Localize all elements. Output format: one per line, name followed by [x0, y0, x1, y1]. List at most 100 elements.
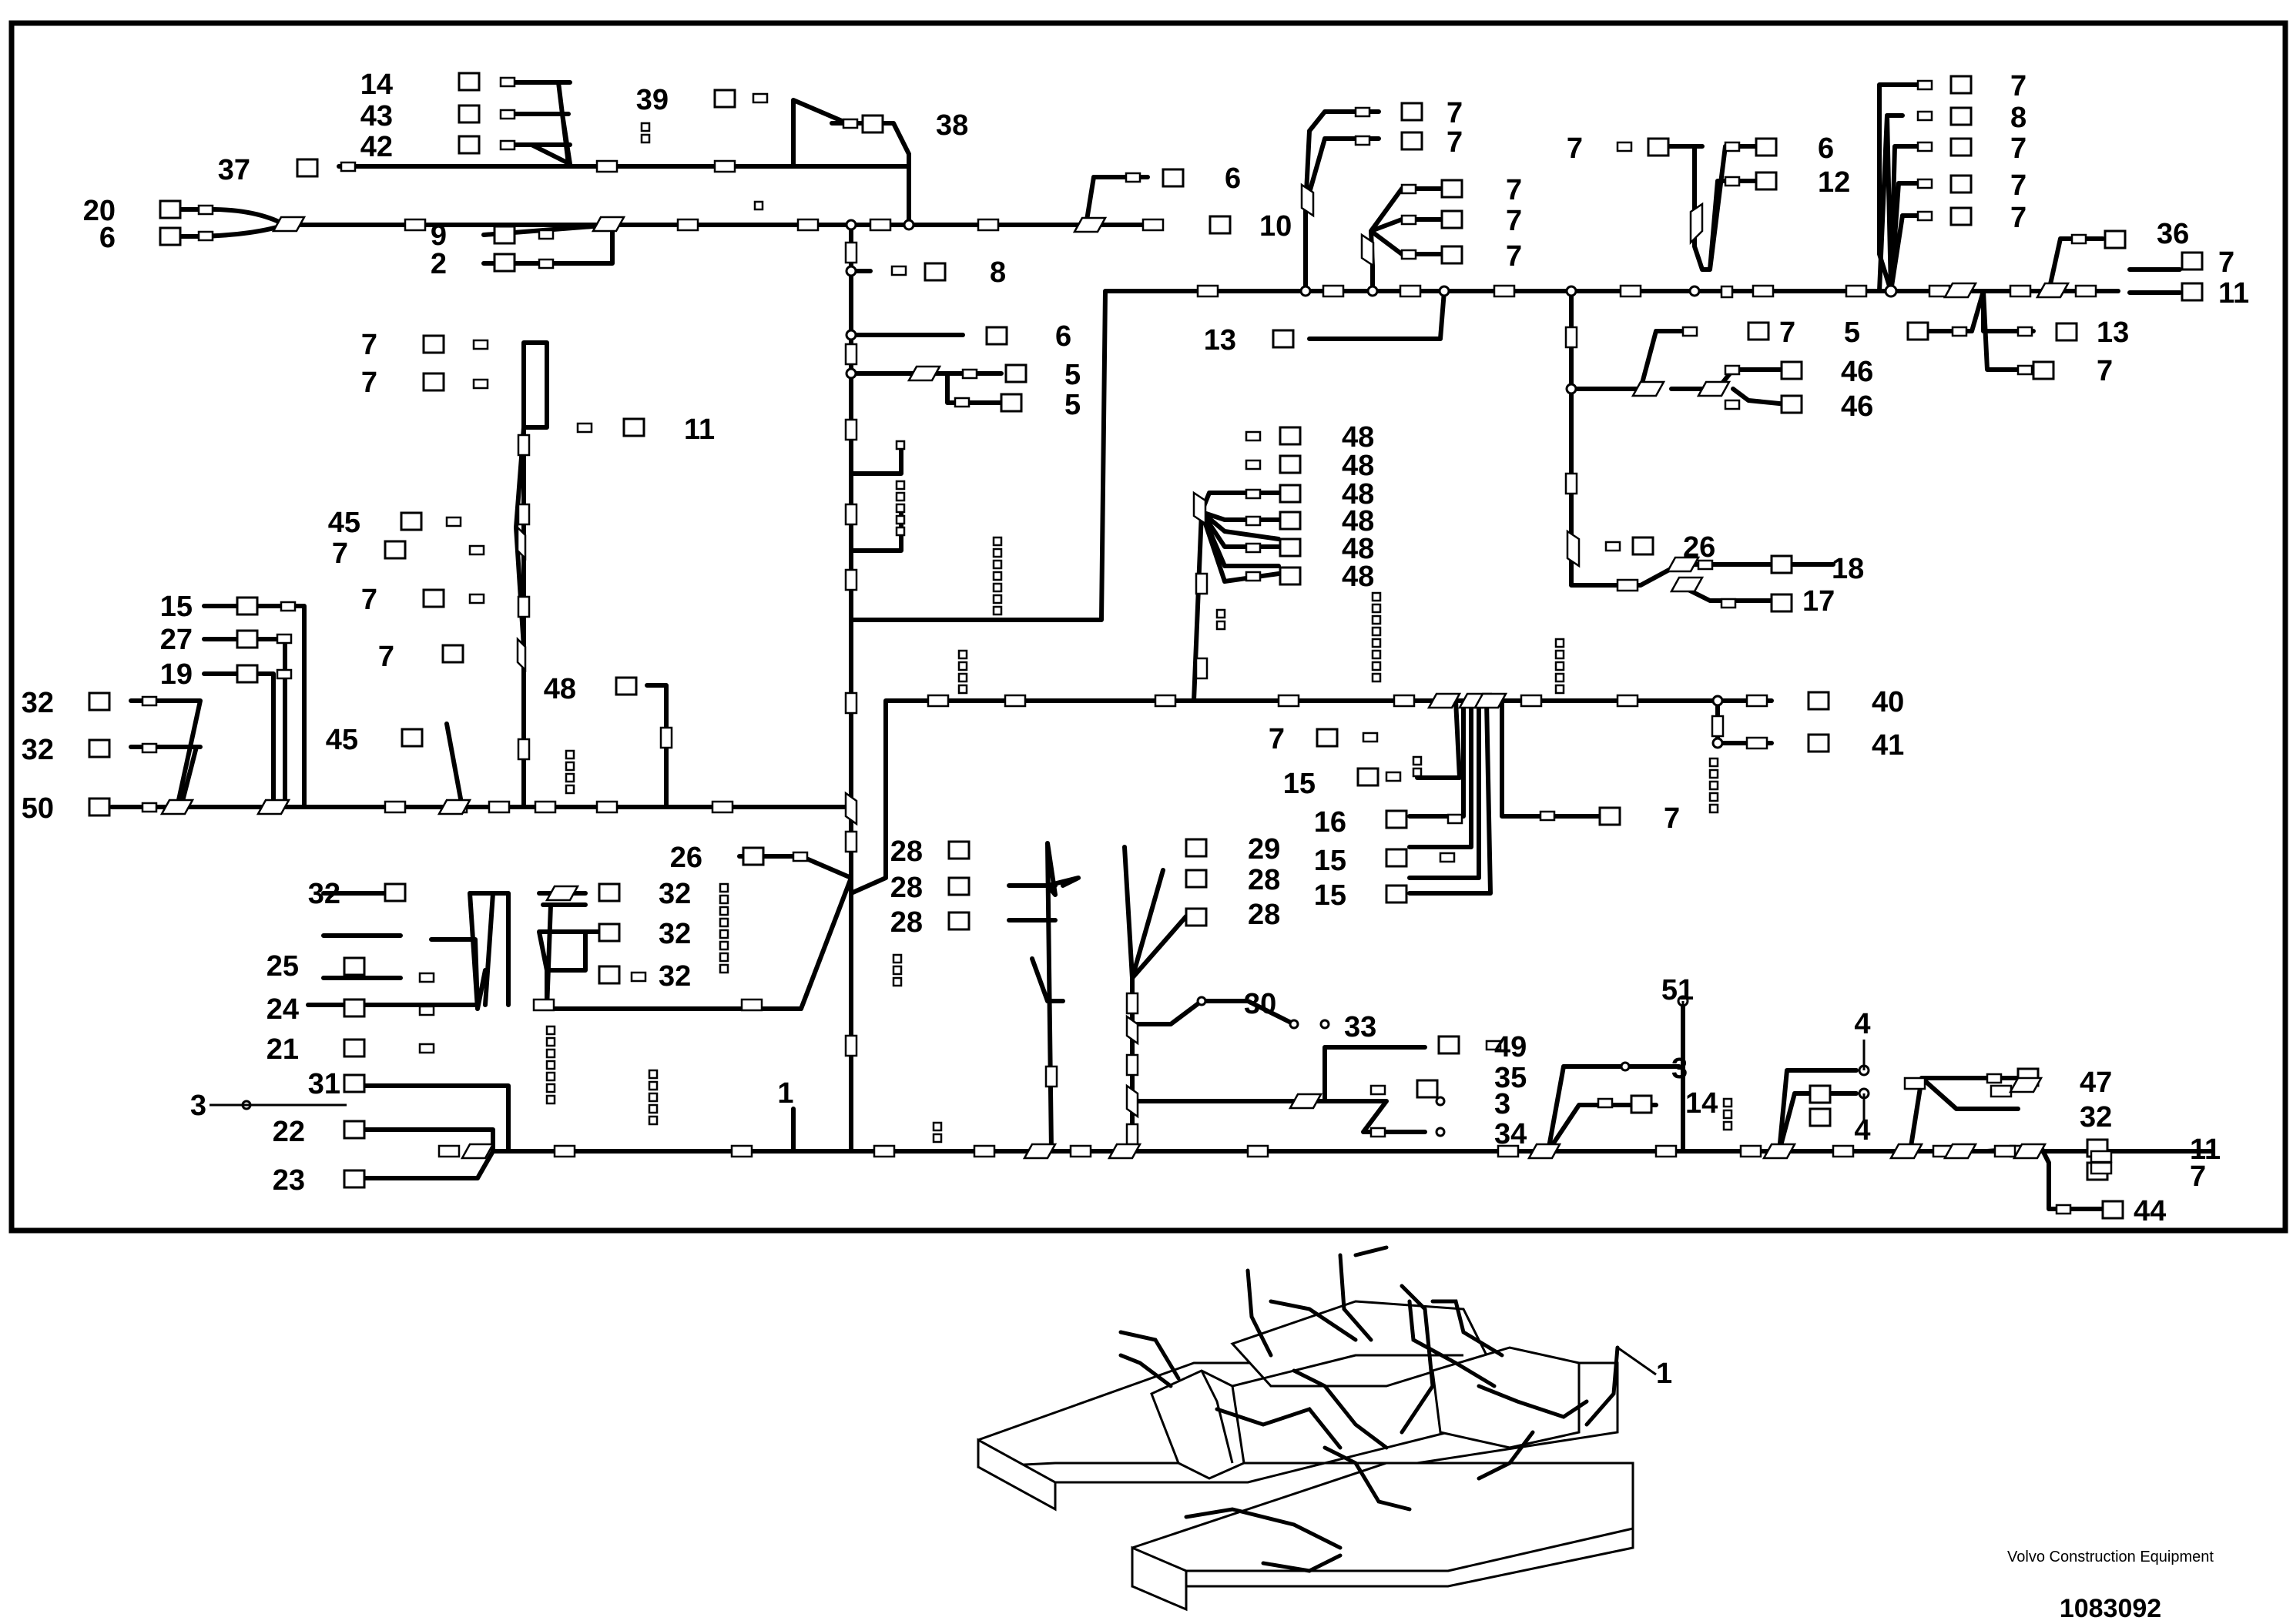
callout-8: 8 — [990, 256, 1006, 289]
callout-1: 1 — [1656, 1358, 1672, 1390]
callout-6: 6 — [1225, 162, 1241, 195]
callout-28: 28 — [890, 835, 923, 868]
callout-47: 47 — [2080, 1066, 2112, 1099]
callout-19: 19 — [160, 658, 193, 691]
callout-7: 7 — [2097, 355, 2113, 387]
callout-43: 43 — [360, 100, 393, 132]
callout-48: 48 — [1342, 421, 1374, 454]
callout-7: 7 — [361, 584, 377, 616]
callout-50: 50 — [22, 792, 54, 825]
callout-7: 7 — [1567, 132, 1583, 165]
callout-34: 34 — [1494, 1118, 1527, 1150]
callout-11: 11 — [684, 414, 715, 446]
callout-39: 39 — [636, 84, 669, 116]
callout-7: 7 — [1779, 316, 1795, 349]
callout-7: 7 — [1506, 174, 1522, 206]
callout-24: 24 — [267, 993, 299, 1026]
callout-45: 45 — [328, 507, 360, 539]
callout-32: 32 — [22, 687, 54, 719]
callout-7: 7 — [1506, 240, 1522, 273]
callout-5: 5 — [1064, 389, 1081, 421]
callout-32: 32 — [659, 960, 691, 993]
callout-32: 32 — [659, 878, 691, 910]
callout-20: 20 — [83, 195, 116, 227]
callout-46: 46 — [1841, 390, 1873, 423]
callout-15: 15 — [160, 591, 193, 623]
machine-locator-sketch: 1 — [977, 1245, 1672, 1612]
callout-45: 45 — [326, 724, 358, 756]
callout-32: 32 — [659, 918, 691, 950]
callout-44: 44 — [2134, 1195, 2166, 1227]
callout-3: 3 — [1671, 1053, 1688, 1085]
callout-28: 28 — [890, 906, 923, 939]
callout-46: 46 — [1841, 356, 1873, 388]
connectors — [88, 72, 2204, 1220]
callout-4: 4 — [1854, 1008, 1870, 1040]
callout-13: 13 — [2097, 316, 2129, 349]
diagram-frame — [8, 20, 2288, 1234]
callout-15: 15 — [1283, 768, 1316, 800]
callout-28: 28 — [890, 872, 923, 904]
callout-7: 7 — [2010, 70, 2026, 102]
callout-7: 7 — [1664, 802, 1680, 835]
callout-48: 48 — [1342, 450, 1374, 482]
callout-40: 40 — [1872, 686, 1904, 718]
callout-7: 7 — [1269, 723, 1285, 755]
callout-22: 22 — [273, 1116, 305, 1148]
callout-51: 51 — [1661, 974, 1694, 1006]
callout-28: 28 — [1248, 899, 1280, 931]
callout-42: 42 — [360, 131, 393, 163]
callout-7: 7 — [332, 537, 348, 570]
harness-wires — [109, 80, 2213, 1211]
callout-10: 10 — [1259, 210, 1292, 243]
callout-41: 41 — [1872, 729, 1904, 762]
callout-48: 48 — [544, 673, 576, 705]
brand-caption: Volvo Construction Equipment — [2007, 1549, 2214, 1565]
callout-5: 5 — [1064, 359, 1081, 391]
callout-7: 7 — [2218, 246, 2234, 279]
callout-48: 48 — [1342, 478, 1374, 511]
callout-7: 7 — [361, 329, 377, 361]
callout-7: 7 — [1506, 205, 1522, 237]
callout-7: 7 — [361, 367, 377, 399]
callout-14: 14 — [360, 69, 393, 101]
callout-3: 3 — [190, 1090, 206, 1122]
callout-37: 37 — [218, 154, 250, 186]
callout-8: 8 — [2010, 102, 2026, 134]
callout-7: 7 — [1447, 97, 1463, 129]
callout-1: 1 — [777, 1077, 793, 1110]
callout-7: 7 — [1447, 126, 1463, 159]
callout-14: 14 — [1685, 1087, 1718, 1120]
callout-48: 48 — [1342, 561, 1374, 593]
callout-2: 2 — [431, 248, 447, 280]
callout-7: 7 — [2010, 132, 2026, 165]
callout-33: 33 — [1344, 1011, 1376, 1043]
callout-11: 11 — [2218, 277, 2249, 310]
callout-6: 6 — [99, 222, 116, 254]
callout-27: 27 — [160, 624, 193, 656]
callout-6: 6 — [1818, 132, 1834, 165]
callout-21: 21 — [267, 1033, 299, 1066]
document-number: 1083092 — [2059, 1594, 2162, 1623]
callout-7: 7 — [2190, 1160, 2206, 1193]
callout-29: 29 — [1248, 833, 1280, 866]
callout-6: 6 — [1055, 320, 1071, 353]
callout-16: 16 — [1314, 806, 1346, 839]
callout-35: 35 — [1494, 1062, 1527, 1094]
callout-49: 49 — [1494, 1031, 1527, 1063]
callout-17: 17 — [1802, 585, 1835, 618]
callout-23: 23 — [273, 1164, 305, 1197]
callout-48: 48 — [1342, 533, 1374, 565]
callout-36: 36 — [2157, 218, 2189, 250]
callout-13: 13 — [1204, 324, 1236, 357]
callout-3: 3 — [1494, 1088, 1510, 1120]
callout-32: 32 — [22, 734, 54, 766]
callout-38: 38 — [936, 109, 968, 142]
callout-4: 4 — [1854, 1114, 1870, 1147]
callout-7: 7 — [2010, 169, 2026, 202]
callout-7: 7 — [378, 641, 394, 673]
callout-48: 48 — [1342, 505, 1374, 537]
callout-30: 30 — [1244, 988, 1276, 1020]
callout-12: 12 — [1818, 166, 1850, 199]
